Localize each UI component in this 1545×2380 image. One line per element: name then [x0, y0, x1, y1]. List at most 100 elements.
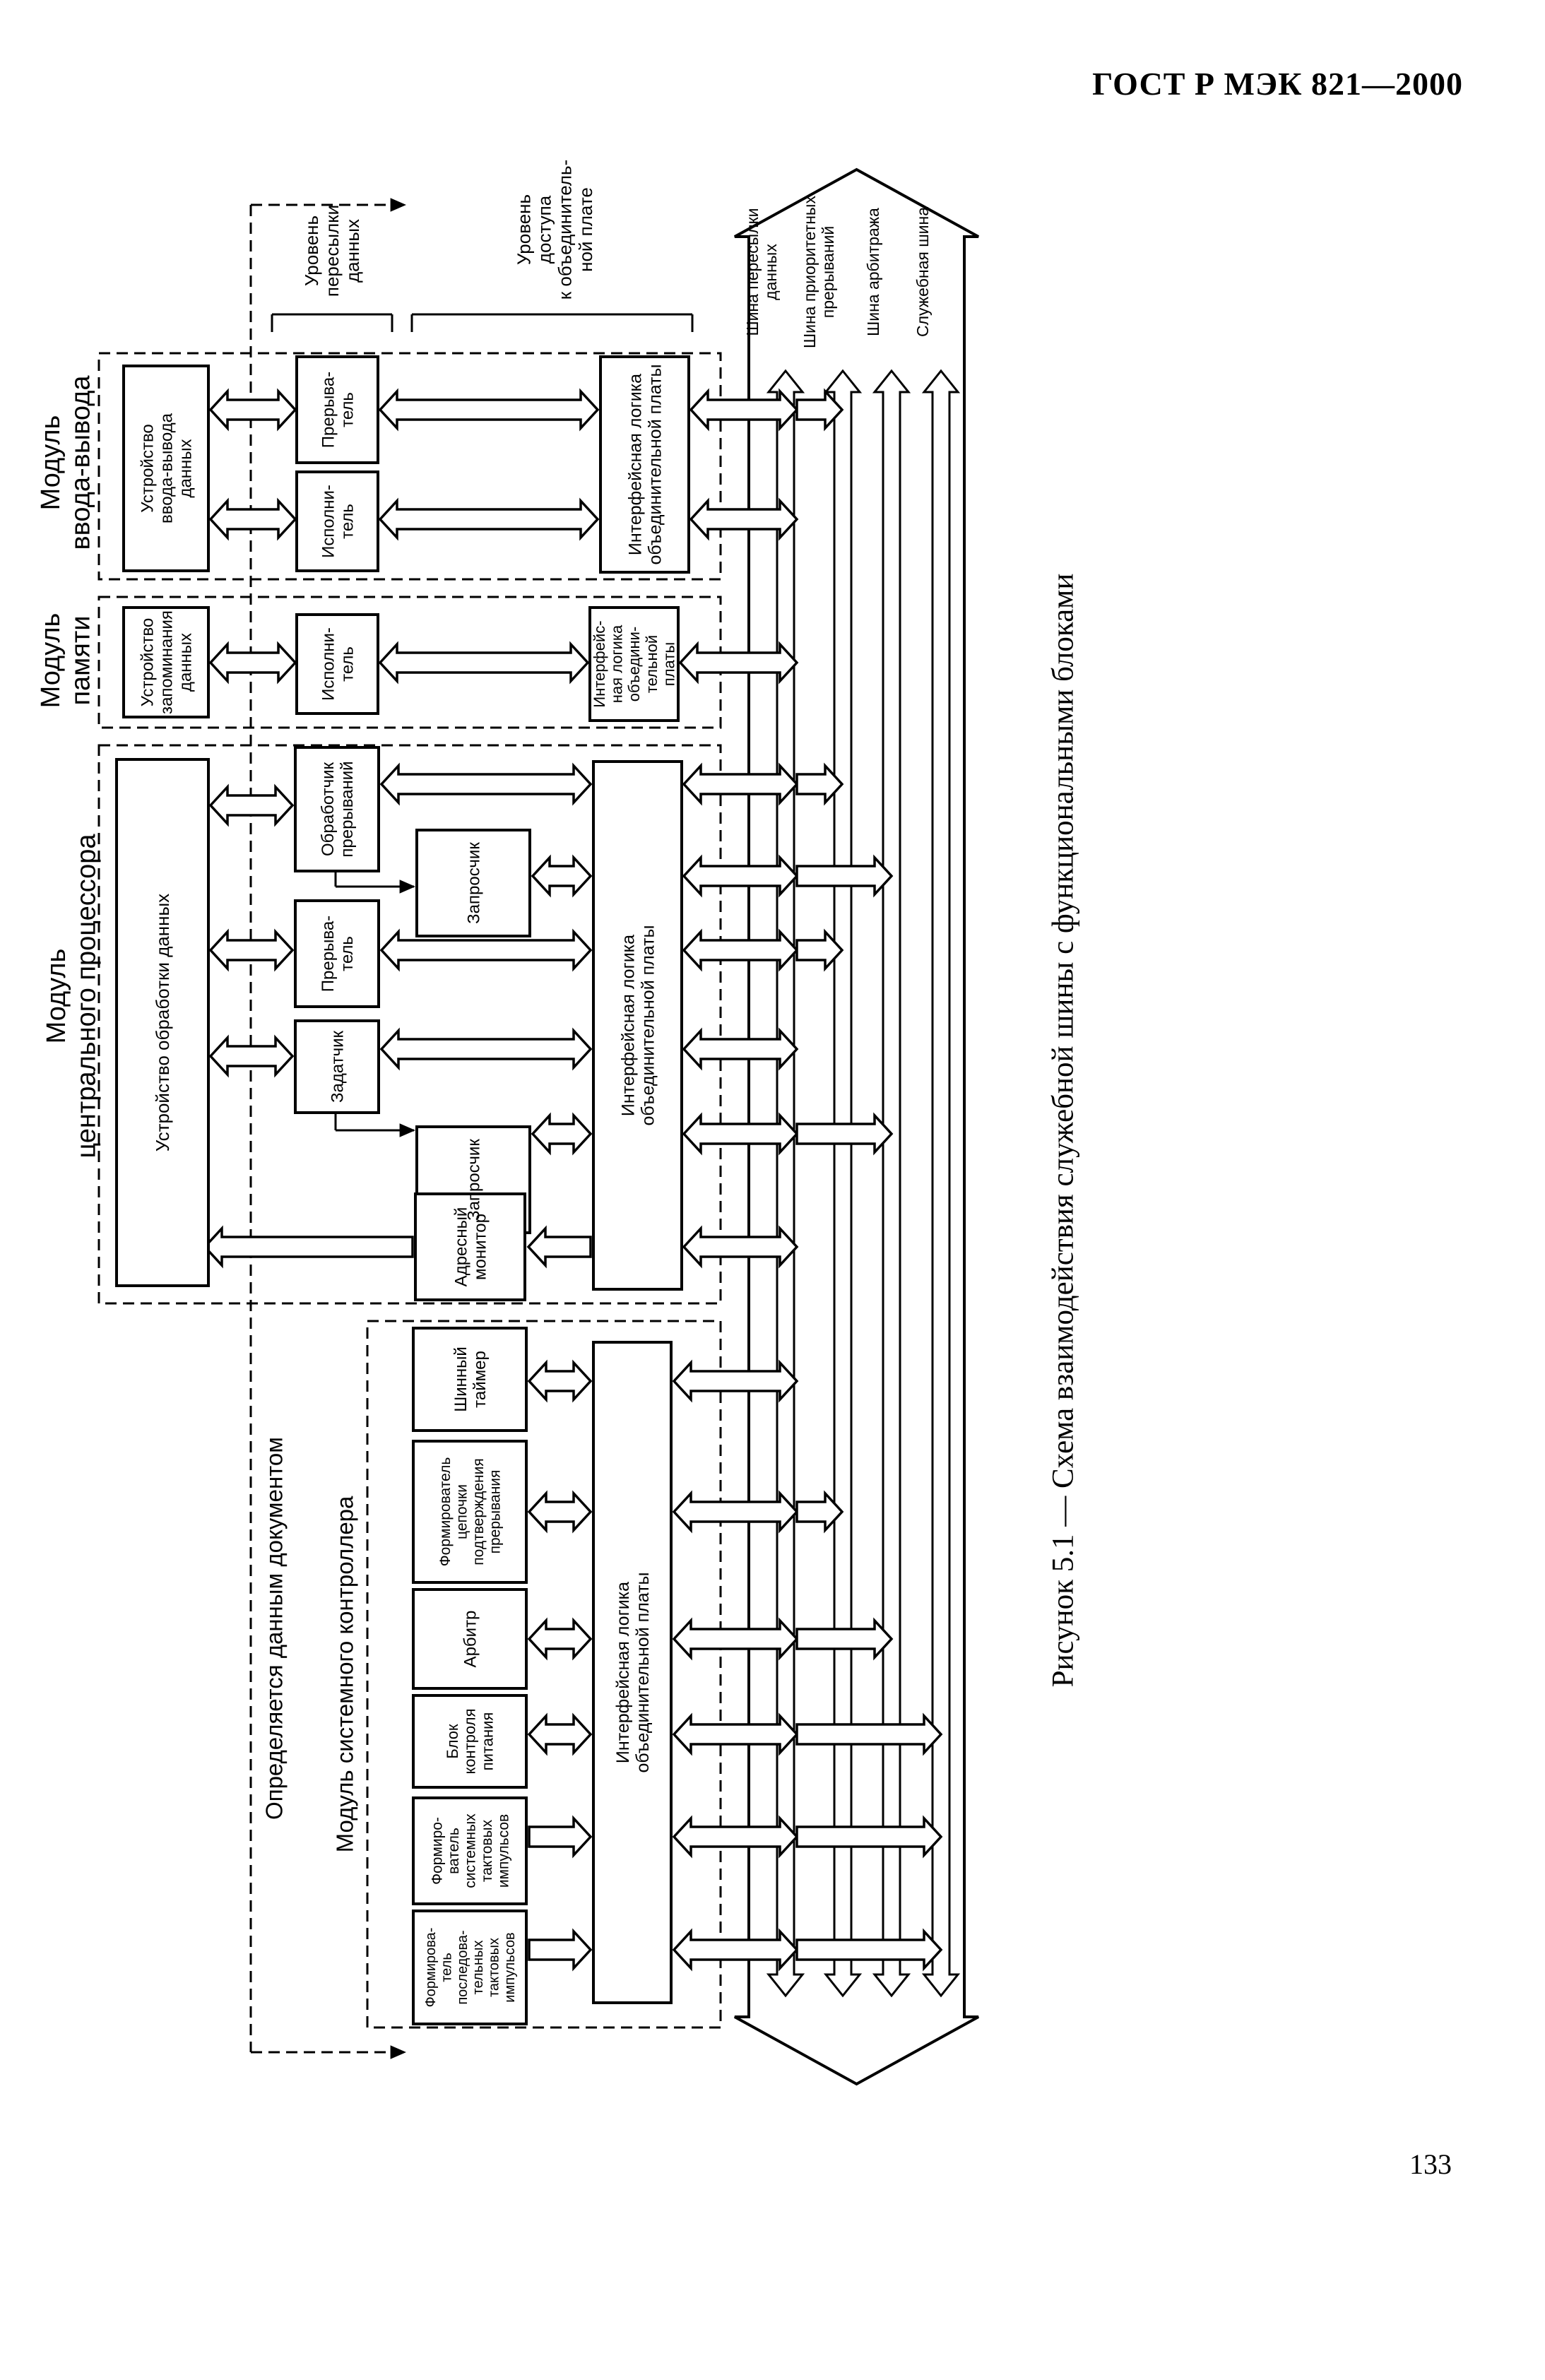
io-executor-label: Исполни-тель [319, 485, 357, 558]
io-arrow-priority-bus [795, 388, 844, 432]
sc-interface-label: Интерфейсная логикаобъединительной платы [613, 1572, 653, 1772]
cpu-module-title-line: центрального процессора [72, 834, 102, 1159]
cpu-arrow-interface-bus-3 [682, 928, 799, 972]
sc-arbiter-label: Арбитр [461, 1611, 480, 1668]
io-arrow-executor-interface [378, 497, 600, 541]
sc-arrow-block-interface-2 [527, 1490, 593, 1534]
page-number: 133 [1409, 2148, 1452, 2180]
system-controller-frame [366, 1320, 722, 2029]
io-interrupter-label-line: тель [338, 392, 357, 427]
cpu-arrow-master-interface [379, 1027, 593, 1071]
sc-serial-clock-label-line: тельных [470, 1941, 486, 1995]
bus-line-3 [872, 369, 911, 1998]
memory-device-label-line: запоминания [157, 610, 176, 714]
sc-arrow-service-bus-b [795, 1815, 943, 1859]
io-interrupter [295, 355, 379, 464]
cpu-master-label: Задатчик [328, 1030, 347, 1103]
cpu-module-frame [97, 744, 722, 1305]
cpu-device [115, 758, 210, 1287]
cpu-interrupt-handler-label-line: прерываний [338, 761, 357, 857]
sc-bus-timer-label-line: таймер [470, 1351, 490, 1408]
memory-device-label-line: данных [176, 633, 195, 692]
io-executor [295, 470, 379, 572]
cpu-address-monitor-label-line: Адресный [451, 1207, 470, 1287]
io-arrow-interface-bus-a [689, 388, 799, 432]
memory-executor-label-line: Исполни- [319, 627, 338, 701]
sc-power-monitor-label-line: питания [478, 1712, 496, 1771]
bus-label-2-line: Шина приоритетных [800, 196, 819, 348]
functional-blocks [115, 355, 690, 2025]
sc-arrow-block-interface-5 [528, 1815, 593, 1859]
sc-serial-clock [412, 1910, 528, 2025]
io-module-frame [97, 352, 722, 581]
sc-bus-timer-label: Шинныйтаймер [451, 1346, 490, 1412]
cpu-module-title-line: Модуль [42, 949, 71, 1044]
sc-arbiter-label-line: Арбитр [461, 1611, 480, 1668]
io-device [122, 365, 210, 572]
io-interface-label-line: объединительной платы [645, 364, 665, 564]
sc-ack-chain-former-label-line: Формирователь [437, 1457, 454, 1567]
cpu-master [294, 1019, 380, 1114]
cpu-interrupter [294, 899, 380, 1008]
cpu-link-handler-head [399, 880, 415, 894]
io-interface-label-line: Интерфейсная логика [625, 374, 645, 555]
cpu-requester-2-label-line: Запросчик [464, 1139, 483, 1221]
sc-serial-clock-label-line: последова- [455, 1930, 470, 2004]
cpu-interface-label: Интерфейсная логикаобъединительной платы [618, 925, 658, 1125]
bus-label-1-line: Шина пересылки [743, 208, 762, 336]
cpu-link-master-head [399, 1123, 415, 1137]
document-boundary-top-head [390, 198, 406, 212]
bus-label-4: Служебная шина [913, 207, 932, 337]
sc-serial-clock-label-line: тель [439, 1953, 454, 1982]
cpu-master-label-line: Задатчик [328, 1030, 347, 1103]
document-header: ГОСТ Р МЭК 821—2000 [1092, 66, 1463, 102]
cpu-arrow-interface-bus-1 [682, 762, 799, 806]
cpu-arrow-device-handler [208, 783, 295, 827]
cpu-arrow-device-interrupter [208, 928, 295, 972]
document-boundary-bottom-head [390, 2045, 406, 2059]
cpu-requester-1-label-line: Запросчик [464, 842, 483, 924]
cpu-arrow-interface-bus-4 [682, 1027, 799, 1071]
cpu-arrow-arbitration-bus-b [795, 1112, 894, 1156]
io-executor-label-line: Исполни- [319, 485, 338, 558]
memory-executor [295, 613, 379, 715]
sc-system-clock-label-line: ватель [446, 1828, 462, 1874]
level-data-transfer-label-line: пересылки [321, 205, 343, 297]
cpu-interrupt-handler [294, 746, 380, 872]
sc-interface-label-line: Интерфейсная логика [613, 1582, 633, 1763]
level-backplane-access-label-line: к объединитель- [555, 160, 576, 300]
bus-label-2: Шина приоритетныхпрерываний [800, 196, 837, 348]
io-module-title: Модульввода-вывода [36, 375, 96, 550]
io-device-label-line: Устройство [138, 424, 158, 513]
cpu-arrow-priority-bus-b [795, 928, 844, 972]
memory-module-title-line: памяти [66, 615, 96, 705]
cpu-interface-label-line: Интерфейсная логика [618, 935, 638, 1116]
sc-system-clock-label-line: системных [462, 1813, 478, 1888]
memory-interface-label-line: ная логика [608, 624, 626, 703]
io-interrupter-label: Прерыва-тель [319, 372, 357, 448]
sc-arrow-arbitration-bus [795, 1617, 894, 1661]
sc-ack-chain-former-label-line: цепочки [454, 1484, 470, 1539]
sc-ack-chain-former-label-line: подтверждения [470, 1458, 487, 1565]
sc-system-clock-label-line: Формиро- [429, 1817, 445, 1885]
sc-bus-timer [412, 1327, 528, 1432]
cpu-device-label: Устройство обработки данных [152, 894, 173, 1151]
sc-arrow-interface-bus-1 [672, 1359, 799, 1403]
sc-serial-clock-label-line: импульсов [502, 1932, 518, 2002]
memory-module-title-line: Модуль [36, 613, 66, 709]
sc-serial-clock-label-line: Формирова- [423, 1928, 439, 2008]
cpu-interrupt-handler-label-line: Обработчик [319, 762, 338, 856]
io-arrow-interrupter-interface [378, 388, 600, 432]
memory-arrow-device-executor [208, 641, 297, 685]
figure-caption: Рисунок 5.1 — Схема взаимодействия служе… [1046, 573, 1080, 1688]
io-device-label-line: ввода-вывода [157, 413, 176, 523]
level-backplane-access-label-line: ной плате [575, 187, 596, 272]
cpu-arrow-interface-monitor [526, 1225, 592, 1269]
cpu-arrow-arbitration-bus-a [795, 854, 894, 898]
io-device-label-line: данных [176, 439, 195, 497]
sc-serial-clock-label-line: тактовых [487, 1938, 502, 1997]
sc-ack-chain-former [412, 1440, 528, 1584]
io-arrow-device-executor [208, 497, 297, 541]
memory-interface-label-line: объедини- [625, 627, 643, 702]
